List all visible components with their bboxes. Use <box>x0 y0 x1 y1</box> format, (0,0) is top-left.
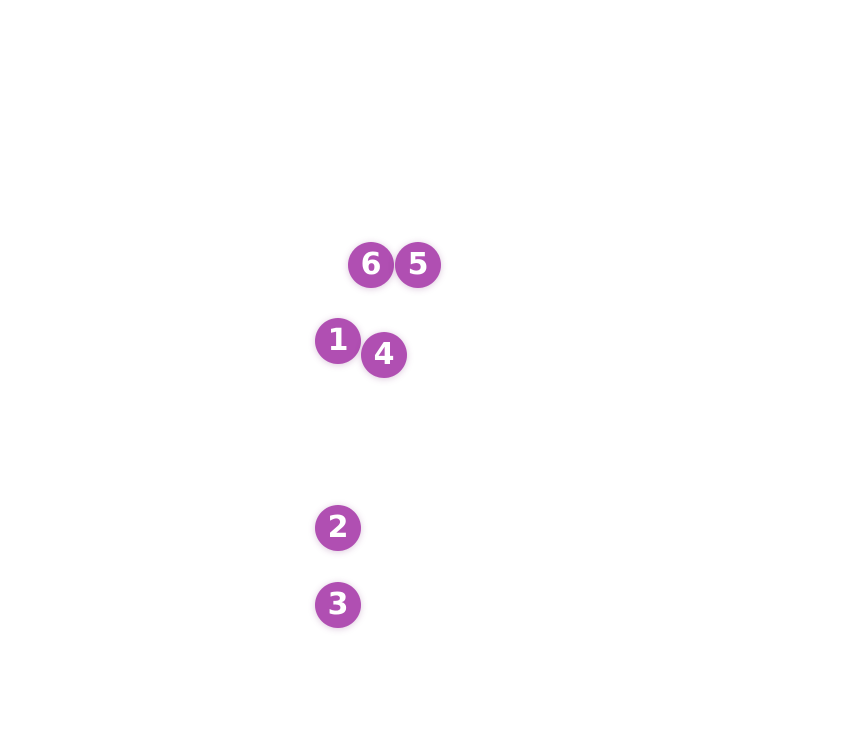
map-marker-4[interactable]: 4 <box>361 332 407 378</box>
map-marker-6[interactable]: 6 <box>348 242 394 288</box>
map-marker-5[interactable]: 5 <box>395 242 441 288</box>
map-marker-1[interactable]: 1 <box>315 318 361 364</box>
map-marker-2[interactable]: 2 <box>315 505 361 551</box>
map-marker-3[interactable]: 3 <box>315 582 361 628</box>
